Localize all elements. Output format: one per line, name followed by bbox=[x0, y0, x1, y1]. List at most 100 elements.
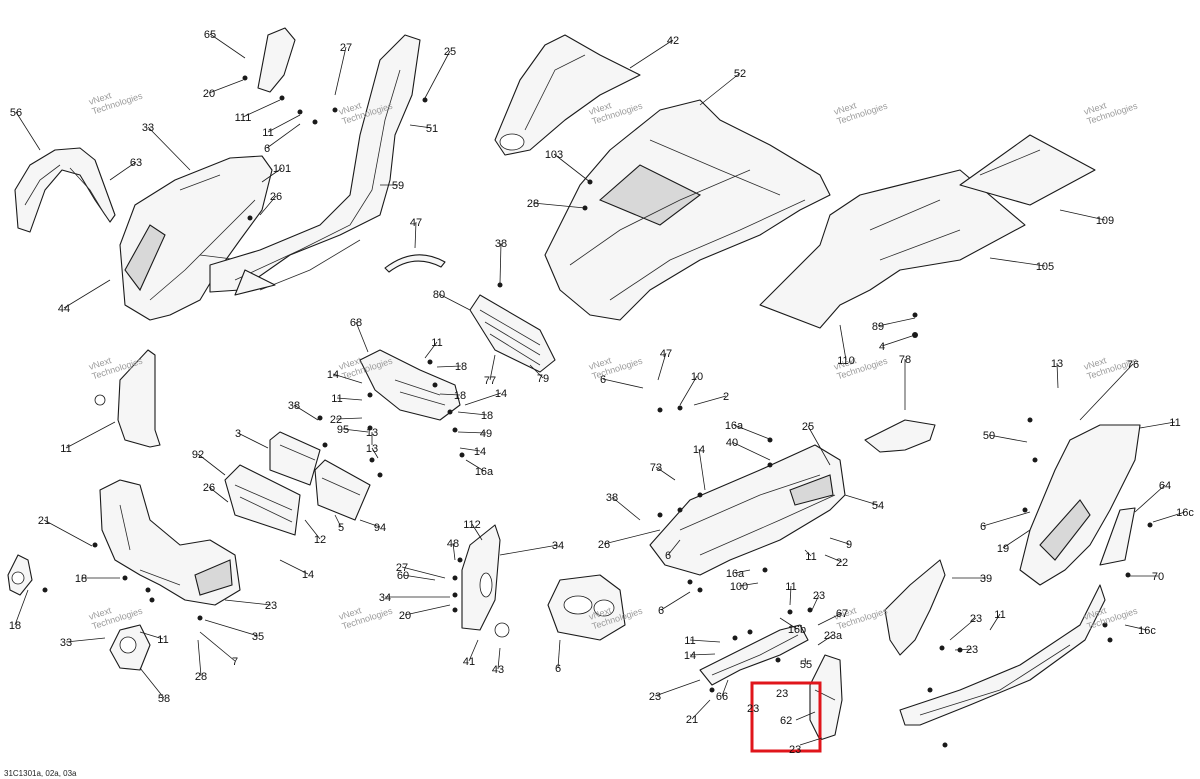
leader-line bbox=[261, 167, 283, 183]
callout-label: 44 bbox=[58, 303, 70, 315]
callout-label: 79 bbox=[537, 373, 549, 385]
reference-code: 31C1301a, 02a, 03a bbox=[4, 769, 77, 778]
leader-line bbox=[424, 50, 451, 99]
leader-line bbox=[989, 613, 1001, 631]
leader-line bbox=[654, 679, 701, 697]
callout-label: 6 bbox=[658, 605, 664, 617]
callout-label: 38 bbox=[495, 238, 507, 250]
leader-line bbox=[436, 365, 462, 368]
callout-label: 27 bbox=[340, 42, 352, 54]
callout-label: 23 bbox=[649, 691, 661, 703]
part-console-54 bbox=[649, 444, 846, 576]
callout-label: 103 bbox=[545, 149, 563, 161]
callout-label: 65 bbox=[204, 29, 216, 41]
part-rear-body bbox=[544, 99, 831, 321]
leader-line bbox=[401, 566, 446, 579]
leader-line bbox=[464, 392, 502, 406]
leader-line bbox=[355, 321, 369, 353]
callout-label: 33 bbox=[60, 637, 72, 649]
callout-label: 23 bbox=[265, 600, 277, 612]
callout-label: 11 bbox=[157, 634, 168, 646]
leader-line bbox=[224, 599, 272, 606]
leader-line bbox=[293, 404, 319, 421]
callout-label: 94 bbox=[374, 522, 386, 534]
leader-line bbox=[332, 373, 363, 384]
leader-line bbox=[465, 459, 485, 472]
leader-line bbox=[795, 711, 816, 721]
callout-label: 38 bbox=[606, 492, 618, 504]
callout-label: 112 bbox=[463, 519, 481, 531]
leader-line bbox=[733, 424, 773, 441]
part-headlight-66 bbox=[109, 624, 151, 671]
callout-label: 27 bbox=[396, 562, 408, 574]
leader-line bbox=[1124, 624, 1148, 631]
callout-label: 4 bbox=[879, 341, 885, 353]
leader-line bbox=[811, 594, 820, 611]
callout-label: 23a bbox=[824, 630, 843, 642]
part-front-hood bbox=[119, 155, 273, 321]
callout-label: 14 bbox=[684, 650, 696, 662]
callout-label: 11 bbox=[684, 635, 695, 647]
highlight-label: 23 bbox=[747, 703, 759, 715]
leader-line bbox=[829, 537, 850, 545]
leader-line bbox=[1134, 484, 1166, 513]
callout-label: 76 bbox=[1127, 359, 1139, 371]
callout-label: 89 bbox=[872, 321, 884, 333]
leader-line bbox=[734, 569, 751, 574]
callout-label: 110 bbox=[837, 355, 855, 367]
callout-label: 3 bbox=[235, 428, 241, 440]
callout-label: 16c bbox=[1138, 625, 1156, 637]
callout-label: 34 bbox=[552, 540, 564, 552]
leader-line bbox=[499, 242, 502, 284]
callout-label: 16c bbox=[1176, 507, 1194, 519]
leader-line bbox=[468, 639, 479, 662]
part-side-panel-50 bbox=[1019, 424, 1141, 586]
leader-line bbox=[499, 544, 559, 556]
callout-label: 51 bbox=[426, 123, 438, 135]
leader-line bbox=[209, 33, 246, 59]
callout-label: 16b bbox=[788, 624, 806, 636]
leader-line bbox=[267, 114, 301, 133]
highlight-group: 23 23 62 23 bbox=[747, 681, 823, 756]
leader-line bbox=[457, 431, 487, 434]
leader-line bbox=[259, 195, 277, 216]
leader-line bbox=[208, 486, 229, 503]
leader-line bbox=[109, 161, 137, 181]
callout-label: 67 bbox=[836, 608, 848, 620]
leader-line bbox=[731, 441, 771, 461]
leader-line bbox=[557, 639, 561, 669]
callout-label: 56 bbox=[10, 107, 22, 119]
leader-line bbox=[147, 126, 191, 171]
part-light-67 bbox=[7, 554, 33, 596]
leader-line bbox=[693, 395, 727, 406]
leader-line bbox=[204, 619, 259, 637]
part-bracket-65 bbox=[257, 27, 296, 93]
leader-line bbox=[824, 554, 843, 563]
leader-line bbox=[304, 519, 321, 540]
leader-line bbox=[839, 324, 847, 361]
callout-label: 18 bbox=[9, 620, 21, 632]
part-64 bbox=[1099, 507, 1136, 566]
leader-line bbox=[457, 411, 488, 416]
callout-label: 92 bbox=[192, 449, 204, 461]
callout-label: 109 bbox=[1096, 215, 1114, 227]
callout-label: 14 bbox=[302, 569, 314, 581]
callout-label: 42 bbox=[667, 35, 679, 47]
callout-label: 14 bbox=[474, 446, 486, 458]
leader-line bbox=[804, 549, 812, 557]
callout-label: 23 bbox=[966, 644, 978, 656]
callout-label: 26 bbox=[203, 482, 215, 494]
part-grilles bbox=[224, 431, 371, 536]
callout-label: 12 bbox=[314, 534, 326, 546]
leader-line bbox=[877, 317, 916, 327]
leader-line bbox=[404, 604, 451, 616]
callout-label: 48 bbox=[447, 538, 459, 550]
callout-label: 50 bbox=[983, 430, 995, 442]
leader-line bbox=[954, 648, 973, 651]
callout-label: 18 bbox=[75, 573, 87, 585]
leader-line bbox=[988, 434, 1028, 443]
callout-label: 7 bbox=[232, 656, 238, 668]
part-front-body-70 bbox=[99, 479, 241, 606]
